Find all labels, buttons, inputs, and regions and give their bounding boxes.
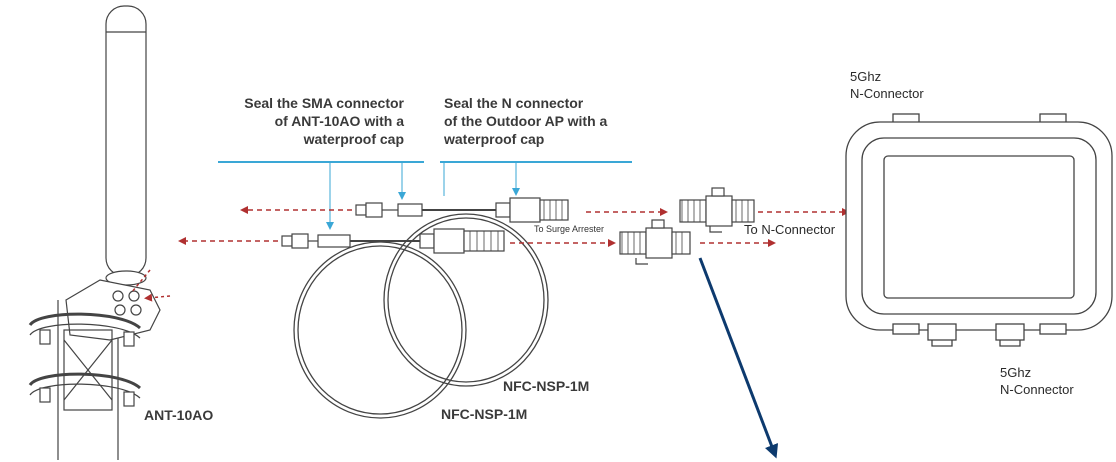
bottom-connector-line-2: N-Connector	[1000, 382, 1074, 397]
antenna-illustration	[28, 5, 161, 460]
n-note-line-1: Seal the N connector	[444, 95, 584, 111]
n-note-line-2: of the Outdoor AP with a	[444, 113, 608, 129]
lower-cable-assembly	[281, 228, 505, 254]
top-connector-line-2: N-Connector	[850, 86, 924, 101]
to-surge-arrester-label: To Surge Arrester	[534, 224, 605, 234]
sma-note-line-1: Seal the SMA connector	[244, 95, 404, 111]
to-n-connector-label: To N-Connector	[744, 222, 836, 237]
outdoor-ap-illustration	[845, 113, 1113, 347]
n-note-line-3: waterproof cap	[444, 131, 545, 147]
antenna-red-dash	[131, 269, 151, 293]
upper-cable-assembly	[355, 197, 569, 223]
pointer-arrow	[698, 257, 779, 459]
sma-note-line-2: of ANT-10AO with a	[274, 113, 404, 129]
top-connector-line-1: 5Ghz	[850, 69, 882, 84]
sma-note-line-3: waterproof cap	[303, 131, 404, 147]
surge-arrester-lower	[619, 219, 691, 265]
surge-arrester-upper	[679, 187, 755, 233]
cable-upper-label: NFC-NSP-1M	[503, 378, 590, 394]
cable-lower-label: NFC-NSP-1M	[441, 406, 528, 422]
antenna-red-arrow	[144, 293, 171, 302]
callout-lines	[218, 161, 632, 228]
antenna-model-label: ANT-10AO	[144, 407, 214, 423]
cable-coils	[293, 213, 549, 419]
callout-arrowheads	[326, 188, 520, 230]
bottom-connector-line-1: 5Ghz	[1000, 365, 1032, 380]
